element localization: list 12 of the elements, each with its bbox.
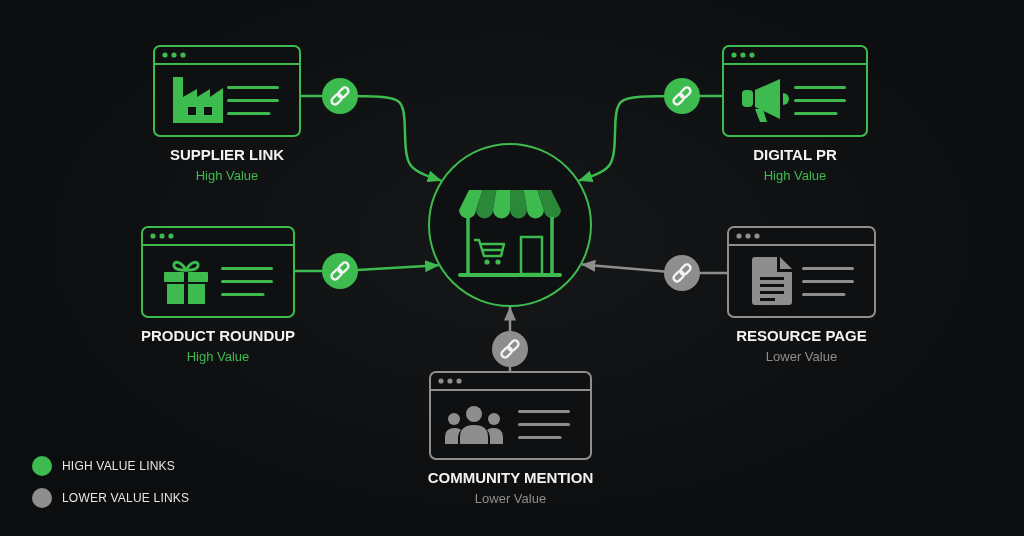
card-title: RESOURCE PAGE xyxy=(736,327,867,345)
value-caption: High Value xyxy=(763,168,827,184)
value-caption: High Value xyxy=(195,168,259,184)
legend-label: LOWER VALUE LINKS xyxy=(62,491,190,505)
value-caption: Lower Value xyxy=(765,349,838,365)
value-caption: Lower Value xyxy=(474,491,547,507)
legend-label: HIGH VALUE LINKS xyxy=(62,459,175,473)
value-caption: High Value xyxy=(186,349,250,365)
card-title: COMMUNITY MENTION xyxy=(427,469,594,487)
card-title: DIGITAL PR xyxy=(753,146,837,164)
card-title: PRODUCT ROUNDUP xyxy=(140,327,296,345)
card-title: SUPPLIER LINK xyxy=(169,146,285,164)
